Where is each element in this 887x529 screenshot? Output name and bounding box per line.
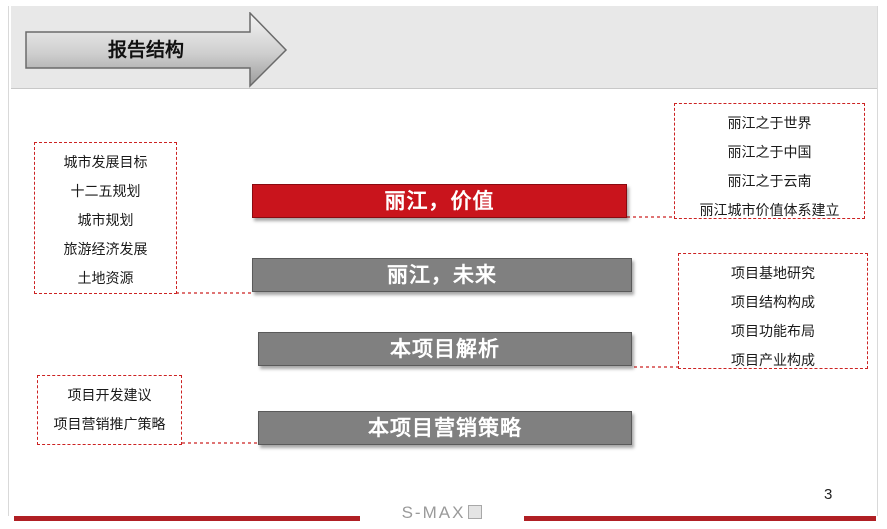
- detail-item: 项目功能布局: [731, 324, 815, 340]
- detail-item: 项目产业构成: [731, 353, 815, 369]
- section-lijiang-value[interactable]: 丽江，价值: [252, 184, 627, 218]
- detail-box-lijiang: 丽江之于世界 丽江之于中国 丽江之于云南 丽江城市价值体系建立: [674, 103, 865, 219]
- detail-box-project: 项目基地研究 项目结构构成 项目功能布局 项目产业构成: [678, 253, 868, 369]
- left-border: [8, 6, 9, 516]
- section-project-analysis[interactable]: 本项目解析: [258, 332, 632, 366]
- header-arrow-icon: [25, 12, 288, 88]
- detail-item: 丽江之于中国: [727, 145, 812, 161]
- right-border: [877, 6, 878, 516]
- detail-item: 丽江城市价值体系建立: [699, 203, 840, 219]
- detail-item: 项目营销推广策略: [53, 417, 166, 433]
- detail-item: 丽江之于世界: [727, 116, 812, 132]
- page-title: 报告结构: [107, 39, 184, 61]
- detail-item: 城市发展目标: [63, 155, 148, 171]
- section-lijiang-future[interactable]: 丽江，未来: [252, 258, 632, 292]
- logo-text: S-MAX: [401, 503, 466, 522]
- detail-box-marketing: 项目开发建议 项目营销推广策略: [37, 375, 182, 445]
- detail-item: 项目结构构成: [731, 295, 815, 311]
- detail-item: 旅游经济发展: [63, 242, 148, 258]
- detail-box-city: 城市发展目标 十二五规划 城市规划 旅游经济发展 土地资源: [34, 142, 177, 294]
- footer-bar-left: [14, 516, 360, 521]
- detail-item: 项目基地研究: [731, 266, 815, 282]
- detail-item: 丽江之于云南: [727, 174, 812, 190]
- detail-item: 项目开发建议: [67, 388, 152, 404]
- footer-bar-right: [524, 516, 876, 521]
- footer-logo: S-MAX: [366, 503, 518, 523]
- detail-item: 十二五规划: [70, 184, 141, 200]
- header-divider: [11, 88, 877, 89]
- section-marketing-strategy[interactable]: 本项目营销策略: [258, 411, 632, 445]
- s-max-logo-mark-icon: [468, 505, 483, 519]
- page-number: 3: [824, 486, 833, 503]
- detail-item: 城市规划: [77, 213, 134, 229]
- detail-item: 土地资源: [77, 271, 134, 287]
